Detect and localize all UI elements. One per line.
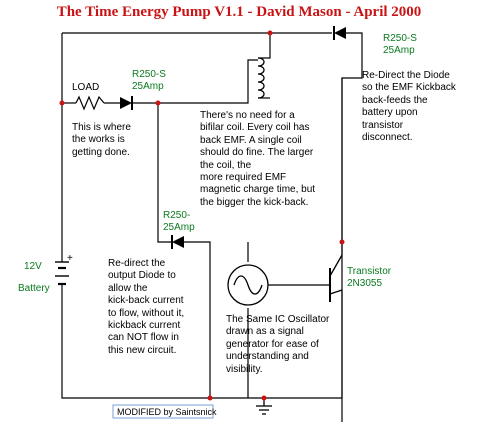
junction-dot	[59, 100, 65, 106]
modified-box	[112, 404, 214, 419]
redirect-top-note: Re-Direct the Diode so the EMF Kickback …	[362, 70, 456, 144]
diode-low-rating: R250- 25Amp	[163, 210, 195, 234]
load-label: LOAD	[72, 82, 100, 93]
diode-mid-icon	[120, 96, 133, 110]
ground-icon	[256, 398, 272, 415]
oscillator-note: The Same IC Oscillator drawn as a signal…	[226, 314, 330, 375]
page-title: The Time Energy Pump V1.1 - David Mason …	[56, 4, 422, 20]
oscillator-icon	[227, 264, 269, 306]
junction-dot	[339, 239, 345, 245]
coil-icon	[257, 57, 265, 99]
diode-top-rating: R250-S 25Amp	[383, 33, 417, 57]
diode-top-icon	[333, 26, 346, 40]
junction-dot	[207, 395, 213, 401]
junction-dot	[267, 30, 273, 36]
junction-dots	[59, 30, 345, 401]
modified-by-label: MODIFIED by Saintsnick	[117, 407, 217, 417]
battery-voltage-label: 12V	[24, 261, 42, 272]
wires	[61, 32, 363, 422]
battery-plus-label: +	[67, 253, 73, 264]
load-note: This is where the works is getting done.	[72, 122, 131, 158]
junction-dot	[155, 100, 161, 106]
transistor-icon	[329, 254, 343, 302]
battery-symbol	[55, 261, 69, 286]
load-resistor-icon	[75, 95, 105, 111]
battery-label: Battery	[18, 283, 50, 294]
redirect-output-note: Re-direct the output Diode to allow the …	[108, 258, 185, 356]
diode-low-icon	[171, 235, 184, 249]
junction-dot	[261, 395, 267, 401]
transistor-label: Transistor 2N3055	[347, 266, 392, 290]
coil-note: There's no need for a bifilar coil. Ever…	[200, 110, 316, 208]
diode-mid-rating: R250-S 25Amp	[132, 69, 166, 93]
